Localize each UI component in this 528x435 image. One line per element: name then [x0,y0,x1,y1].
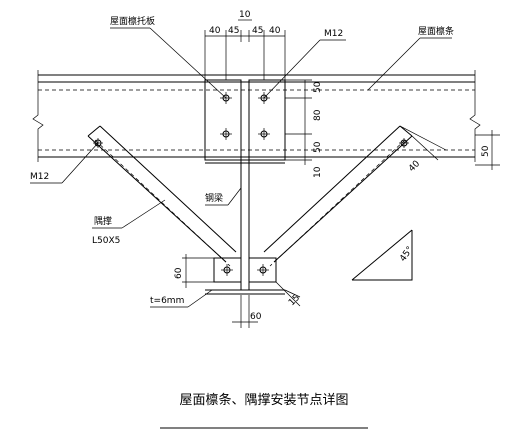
label-roof-purlin: 屋面檩条 [418,25,454,37]
label-bolt-top: M12 [324,29,343,39]
dim-right-c: 50 [313,141,323,153]
dim-top-total: 10 [239,10,251,20]
label-bolt-left: M12 [30,172,49,182]
dim-right-a: 50 [313,81,323,93]
drawing-title: 屋面檩条、隅撑安装节点详图 [179,392,348,408]
label-brace-section: L50X5 [92,236,120,246]
top-dimensions: 10 40 45 45 40 [204,10,286,80]
dim-top-d: 40 [269,26,281,36]
angle-label: 45° [398,245,415,264]
roof-purlin [32,70,481,162]
dim-top-a: 40 [209,26,221,36]
drawing-title-group: 屋面檩条、隅撑安装节点详图 [160,392,368,429]
label-plate-thickness: t=6mm [150,296,184,306]
steel-beam-web [205,80,285,295]
leaders: 屋面檩托板 M12 屋面檩条 M12 钢梁 隅撑 L50X5 t=6mm [30,15,454,308]
bottom-dimensions: 60 60 15 [174,254,302,328]
label-purlin-bracket: 屋面檩托板 [110,15,155,27]
connection-plates [213,257,277,283]
purlin-bracket-plates [204,79,286,164]
dim-purlin-depth: 50 [481,145,491,157]
dim-right-d: 10 [313,166,323,178]
dim-top-b: 45 [228,26,239,36]
dim-top-c: 45 [252,26,263,36]
dim-bottom-left: 60 [174,267,184,279]
right-dimensions: 50 80 50 10 [285,79,323,178]
label-brace: 隅撑 [94,215,112,227]
bracket-bolts [220,92,270,140]
angle-symbol: 45° [351,229,416,281]
label-steel-beam: 钢梁 [205,192,223,204]
left-brace [87,125,237,267]
purlin-depth-dimension: 50 [475,130,500,170]
right-brace [263,125,413,267]
dim-bottom-center: 60 [250,312,262,322]
dim-right-b: 80 [313,109,323,121]
dim-brace-edge: 40 [407,159,422,174]
